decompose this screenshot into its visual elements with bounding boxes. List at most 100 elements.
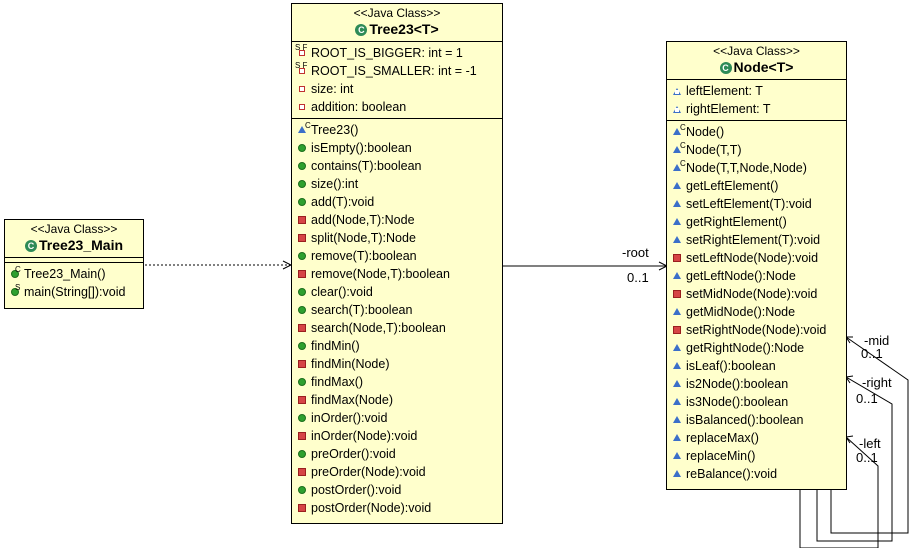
class-name-text: Tree23<T> (369, 21, 439, 37)
method-row[interactable]: setMidNode(Node):void (667, 285, 846, 303)
method-row[interactable]: findMax() (292, 373, 502, 391)
method-label: add(Node,T):Node (311, 213, 415, 227)
package-method-icon (673, 128, 681, 135)
method-row[interactable]: replaceMax() (667, 429, 846, 447)
method-row[interactable]: contains(T):boolean (292, 157, 502, 175)
method-row[interactable]: preOrder(Node):void (292, 463, 502, 481)
package-method-icon (673, 200, 681, 207)
method-label: contains(T):boolean (311, 159, 422, 173)
method-row[interactable]: add(T):void (292, 193, 502, 211)
method-row[interactable]: remove(Node,T):boolean (292, 265, 502, 283)
method-label: getMidNode():Node (686, 305, 796, 319)
method-row[interactable]: setRightElement(T):void (667, 231, 846, 249)
field-row[interactable]: leftElement: T (667, 82, 846, 100)
method-label: setRightElement(T):void (686, 233, 821, 247)
constructor-marker: C (15, 265, 21, 274)
package-field-icon (673, 88, 681, 95)
static-marker: S (15, 283, 21, 292)
method-row[interactable]: remove(T):boolean (292, 247, 502, 265)
private-method-icon (298, 270, 306, 278)
method-row[interactable]: is2Node():boolean (667, 375, 846, 393)
static-final-marker: S F (295, 61, 308, 70)
package-method-icon (673, 362, 681, 369)
mid-role-label: -mid (864, 333, 890, 348)
private-method-icon (298, 432, 306, 440)
mid-self-loop (830, 336, 909, 534)
method-row[interactable]: setLeftElement(T):void (667, 195, 846, 213)
method-label: setLeftElement(T):void (686, 197, 812, 211)
constructor-marker: C (680, 159, 686, 168)
public-method-icon (298, 306, 306, 314)
method-label: Tree23_Main() (24, 267, 106, 281)
method-row[interactable]: findMin() (292, 337, 502, 355)
method-row[interactable]: getMidNode():Node (667, 303, 846, 321)
method-row[interactable]: findMin(Node) (292, 355, 502, 373)
method-label: getLeftElement() (686, 179, 779, 193)
method-label: main(String[]):void (24, 285, 126, 299)
method-label: preOrder(Node):void (311, 465, 426, 479)
method-row[interactable]: size():int (292, 175, 502, 193)
method-row[interactable]: setLeftNode(Node):void (667, 249, 846, 267)
method-row[interactable]: search(T):boolean (292, 301, 502, 319)
method-label: replaceMax() (686, 431, 759, 445)
method-row[interactable]: postOrder(Node):void (292, 499, 502, 517)
field-row[interactable]: rightElement: T (667, 100, 846, 118)
method-label: search(T):boolean (311, 303, 413, 317)
field-label: ROOT_IS_SMALLER: int = -1 (311, 64, 477, 78)
private-method-icon (298, 396, 306, 404)
public-method-icon (298, 486, 306, 494)
method-row[interactable]: getLeftElement() (667, 177, 846, 195)
method-row[interactable]: setRightNode(Node):void (667, 321, 846, 339)
private-method-icon (298, 234, 306, 242)
package-method-icon (673, 308, 681, 315)
private-method-icon (298, 324, 306, 332)
method-row[interactable]: isEmpty():boolean (292, 139, 502, 157)
constructor-marker: C (680, 141, 686, 150)
method-row[interactable]: reBalance():void (667, 465, 846, 483)
method-row[interactable]: inOrder(Node):void (292, 427, 502, 445)
method-row[interactable]: postOrder():void (292, 481, 502, 499)
method-row[interactable]: isBalanced():boolean (667, 411, 846, 429)
method-label: getLeftNode():Node (686, 269, 796, 283)
method-label: findMin(Node) (311, 357, 390, 371)
method-label: postOrder(Node):void (311, 501, 432, 515)
method-row[interactable]: replaceMin() (667, 447, 846, 465)
mid-multiplicity-label: 0..1 (861, 346, 883, 361)
public-method-icon (298, 252, 306, 260)
package-method-icon (298, 126, 306, 133)
method-row[interactable]: preOrder():void (292, 445, 502, 463)
field-row[interactable]: size: int (292, 80, 502, 98)
method-row[interactable]: isLeaf():boolean (667, 357, 846, 375)
class-icon: C (355, 24, 368, 36)
method-row[interactable]: clear():void (292, 283, 502, 301)
method-row[interactable]: findMax(Node) (292, 391, 502, 409)
left-multiplicity-label: 0..1 (856, 450, 878, 465)
method-label: isLeaf():boolean (686, 359, 776, 373)
field-row[interactable]: addition: boolean (292, 98, 502, 116)
public-method-icon (298, 180, 306, 188)
method-row[interactable]: getRightNode():Node (667, 339, 846, 357)
method-label: split(Node,T):Node (311, 231, 416, 245)
method-label: inOrder(Node):void (311, 429, 418, 443)
method-row[interactable]: search(Node,T):boolean (292, 319, 502, 337)
method-row[interactable]: add(Node,T):Node (292, 211, 502, 229)
method-row[interactable]: inOrder():void (292, 409, 502, 427)
method-row[interactable]: split(Node,T):Node (292, 229, 502, 247)
method-row[interactable]: is3Node():boolean (667, 393, 846, 411)
method-row[interactable]: getRightElement() (667, 213, 846, 231)
method-row[interactable]: getLeftNode():Node (667, 267, 846, 285)
method-label: findMin() (311, 339, 360, 353)
